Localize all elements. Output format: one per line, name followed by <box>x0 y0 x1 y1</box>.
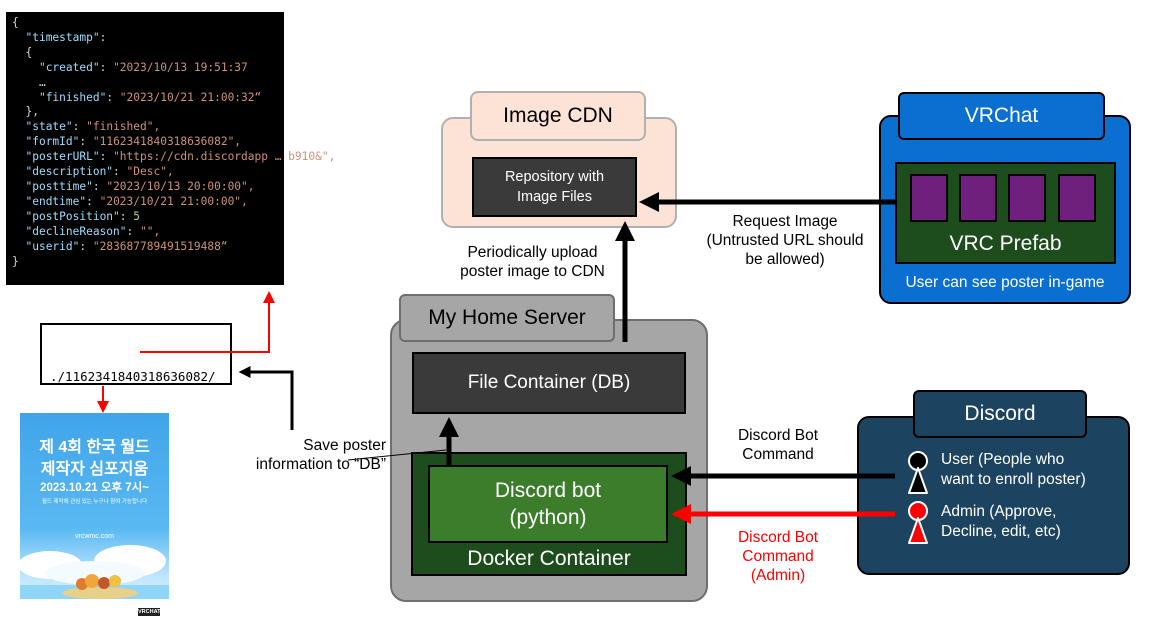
user-person-icon <box>908 451 928 494</box>
docker-container-label: Docker Container <box>467 547 631 570</box>
discord-admin-label: Admin (Approve, Decline, edit, etc) <box>941 503 1061 540</box>
json-line: "created": "2023/10/13 19:51:37 <box>38 60 248 74</box>
home-server-title-text: My Home Server <box>428 306 586 329</box>
vrchat-title: VRChat <box>898 92 1105 140</box>
poster-slot-4 <box>1058 174 1096 222</box>
poster-website: vrcwmc.com <box>75 533 114 540</box>
json-line: "description": "Desc", <box>25 165 174 179</box>
home-server-title: My Home Server <box>399 294 615 342</box>
poster-vrchat-badge: VRCHAT <box>138 609 161 615</box>
poster-subtitle: 월드 제작에 관심 있는 누구나 참여 가능합니다 <box>41 499 148 505</box>
json-line: "state": "finished", <box>25 120 161 134</box>
poster-slot-3 <box>1008 174 1046 222</box>
poster-slot-1 <box>910 174 948 222</box>
poster-slot-2 <box>959 174 997 222</box>
json-line: "declineReason": "", <box>25 224 161 238</box>
json-line: { <box>12 16 19 29</box>
json-code-panel: { "timestamp": { "created": "2023/10/13 … <box>6 12 336 285</box>
json-line: }, <box>12 105 39 119</box>
discord-bot-label: Discord bot (python) <box>494 479 602 529</box>
bot-command-admin-label: Discord Bot Command (Admin) <box>737 529 819 584</box>
bot-command-label: Discord Bot Command <box>737 427 819 463</box>
poster-landscape <box>20 545 169 623</box>
poster-title-line2: 제작자 심포지움 <box>40 461 149 478</box>
image-cdn-title-text: Image CDN <box>503 104 613 127</box>
json-line: "formId": "1162341840318636082", <box>25 135 242 149</box>
json-line: "endtime": "2023/10/21 21:00:00", <box>25 194 248 208</box>
poster-date: 2023.10.21 오후 7시~ <box>40 482 149 494</box>
json-line: "timestamp": <box>25 30 107 44</box>
vrchat-title-text: VRChat <box>964 104 1039 127</box>
vrchat-caption: User can see poster in-game <box>905 274 1105 291</box>
upload-label: Periodically upload poster image to CDN <box>460 244 605 280</box>
json-line: } <box>12 254 19 268</box>
discord-title: Discord <box>913 390 1087 438</box>
file-container-box: File Container (DB) <box>412 352 686 414</box>
tree-root: ./1162341840318636082/ <box>50 369 216 384</box>
discord-title-text: Discord <box>964 402 1036 425</box>
discord-box <box>857 416 1130 575</box>
request-image-label: Request Image (Untrusted URL should be a… <box>706 213 864 268</box>
arrow-info-to-json <box>140 291 275 353</box>
json-line: "userid": "283687789491519488“ <box>25 239 228 253</box>
file-container-label: File Container (DB) <box>467 372 631 393</box>
image-repository-label: Repository with Image Files <box>504 169 605 205</box>
json-line: "finished": "2023/10/21 21:00:32“ <box>38 90 262 104</box>
poster-title-line1: 제 4회 한국 월드 <box>39 439 150 456</box>
image-repository-box: Repository with Image Files <box>472 157 637 217</box>
file-tree: ./1162341840318636082/ └info.json └poste… <box>40 323 232 504</box>
json-line: … <box>12 75 46 89</box>
save-poster-label: Save poster information to “DB” <box>255 437 386 473</box>
vrc-prefab-label: VRC Prefab <box>949 232 1062 255</box>
discord-bot-box: Discord bot (python) <box>428 465 668 543</box>
json-line: "posttime": "2023/10/13 20:00:00", <box>25 179 255 193</box>
json-line: "posterURL": "https://cdn.discordapp … b… <box>25 150 336 164</box>
json-line: { <box>12 45 33 59</box>
json-line: "postPosition": 5 <box>25 209 141 223</box>
admin-person-icon <box>908 501 928 544</box>
save-label-pointer <box>347 449 447 461</box>
poster-image: 제 4회 한국 월드 제작자 심포지움 2023.10.21 오후 7시~ 월드… <box>20 413 169 623</box>
image-cdn-title: Image CDN <box>470 91 646 141</box>
discord-user-label: User (People who want to enroll poster) <box>941 451 1086 488</box>
arrow-save-to-tree <box>238 366 294 430</box>
